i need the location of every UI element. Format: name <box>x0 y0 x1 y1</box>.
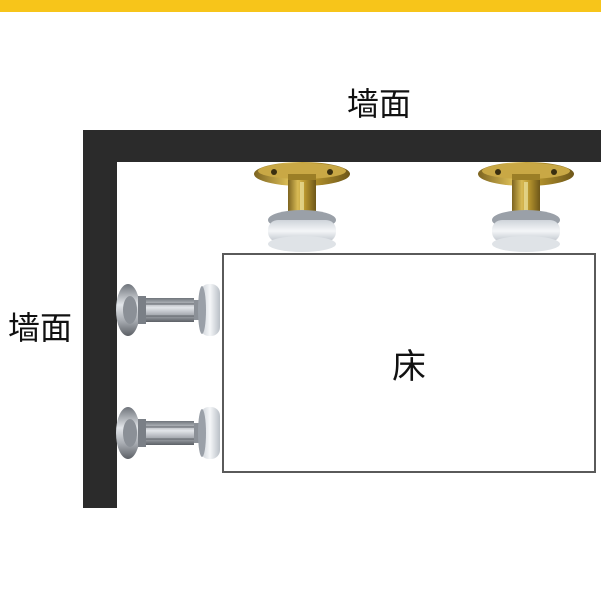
left-wall <box>83 130 117 508</box>
bed: 床 <box>222 253 596 473</box>
wall-label-left: 墙面 <box>8 309 73 347</box>
top-wall <box>83 130 601 162</box>
brass-wall-bumper-icon <box>478 162 574 252</box>
top-bumper-2 <box>476 160 576 256</box>
side-bumper-2 <box>114 405 224 461</box>
top-accent-bar <box>0 0 601 12</box>
brass-wall-bumper-icon <box>254 162 350 252</box>
bed-label: 床 <box>392 346 426 387</box>
steel-wall-bumper-icon <box>116 407 220 459</box>
side-bumper-1 <box>114 282 224 338</box>
wall-label-top: 墙面 <box>347 85 412 123</box>
top-bumper-1 <box>252 160 352 256</box>
steel-wall-bumper-icon <box>116 284 220 336</box>
